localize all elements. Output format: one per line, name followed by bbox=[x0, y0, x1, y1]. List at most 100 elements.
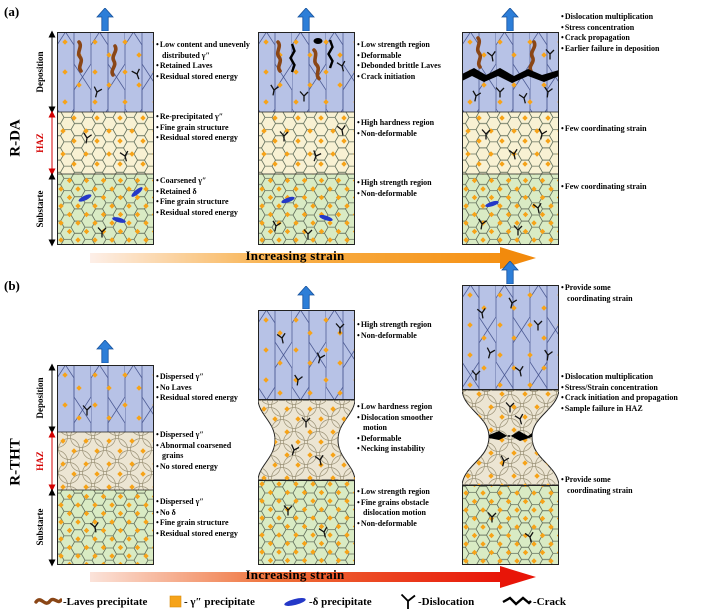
note: Crack initiation and propagation bbox=[561, 393, 707, 404]
gamma-precipitate-dots bbox=[462, 485, 559, 565]
gamma-precipitate-dots bbox=[258, 480, 355, 565]
axis-row-a bbox=[48, 30, 56, 247]
laves-icon bbox=[275, 40, 283, 73]
gamma-precipitate-dots bbox=[462, 174, 559, 245]
strain-arrow-b bbox=[90, 566, 536, 588]
gamma-precipitate-dots bbox=[57, 112, 154, 174]
legend-label-dislocation: -Dislocation bbox=[418, 596, 475, 608]
notes-a3-substrate: Few coordinating strain bbox=[561, 182, 707, 193]
tension-arrow-icon bbox=[96, 340, 114, 363]
gamma-precipitate-dots bbox=[258, 310, 355, 400]
substrate-region bbox=[462, 174, 559, 245]
panel-a3 bbox=[462, 32, 559, 245]
gamma-legend-icon bbox=[169, 595, 182, 608]
deposition-region bbox=[258, 32, 355, 112]
crack-icon bbox=[313, 38, 323, 44]
note: Low strength region bbox=[357, 40, 454, 51]
note: Retained Laves bbox=[156, 61, 253, 72]
note: Residual stored energy bbox=[156, 208, 253, 219]
note: Low content and unevenly distributed γ″ bbox=[156, 40, 253, 61]
note: Dislocation smoother motion bbox=[357, 413, 449, 434]
notes-a3-haz: Few coordinating strain bbox=[561, 124, 707, 135]
note: Dislocation multiplication bbox=[561, 372, 707, 383]
crack-icon bbox=[462, 68, 559, 83]
gamma-precipitate-dots bbox=[258, 174, 355, 245]
substrate-region bbox=[462, 485, 559, 565]
gamma-precipitate-dots bbox=[57, 174, 154, 245]
note: Necking instability bbox=[357, 444, 449, 455]
substrate-region bbox=[57, 490, 154, 565]
tension-arrow-icon bbox=[501, 261, 519, 284]
note: No Laves bbox=[156, 383, 253, 394]
notes-b3-deposition: Provide some coordinating strain bbox=[561, 283, 653, 304]
haz-region bbox=[258, 399, 355, 481]
note: Crack initiation bbox=[357, 72, 454, 83]
gamma-precipitate-dots bbox=[57, 490, 154, 565]
laves-legend-icon bbox=[34, 597, 62, 605]
notes-b3-haz: Dislocation multiplication Stress/Strain… bbox=[561, 372, 707, 414]
note: Dispersed γ″ bbox=[156, 497, 253, 508]
panel-border bbox=[57, 365, 154, 565]
note: Provide some coordinating strain bbox=[561, 475, 653, 496]
deposition-region bbox=[258, 310, 355, 400]
gamma-precipitate-dots bbox=[57, 365, 154, 432]
notes-b2-deposition: High strength region Non-deformable bbox=[357, 320, 454, 341]
note: Few coordinating strain bbox=[561, 182, 707, 193]
gamma-precipitate-dots bbox=[57, 32, 154, 112]
note: Dislocation multiplication bbox=[561, 12, 707, 23]
crack-icon bbox=[489, 431, 532, 441]
panel-b1 bbox=[57, 365, 154, 565]
panel-border bbox=[57, 32, 154, 245]
delta-legend-icon bbox=[284, 598, 306, 606]
gamma-precipitate-dots bbox=[462, 112, 559, 174]
notes-b1-substrate: Dispersed γ″ No δ Fine grain structure R… bbox=[156, 497, 253, 539]
legend-label-laves: -Laves precipitate bbox=[63, 596, 148, 608]
note: Fine grain structure bbox=[156, 518, 253, 529]
dislocation-legend-icon bbox=[400, 593, 416, 609]
tension-arrow-icon bbox=[96, 8, 114, 31]
note: Non-deformable bbox=[357, 331, 454, 342]
note: Dispersed γ″ bbox=[156, 430, 248, 441]
strain-label-a: Increasing strain bbox=[245, 248, 345, 263]
tension-arrow-icon bbox=[501, 8, 519, 31]
legend-label-gamma: - γ″ precipitate bbox=[184, 596, 255, 608]
note: High hardness region bbox=[357, 118, 454, 129]
gamma-precipitate-dots bbox=[57, 432, 154, 490]
axis-label-deposition: Deposition bbox=[35, 51, 45, 93]
strain-label-b: Increasing strain bbox=[245, 567, 345, 582]
haz-region bbox=[462, 389, 559, 486]
note: No stored energy bbox=[156, 462, 248, 473]
tension-arrow-icon bbox=[297, 8, 315, 31]
note: Deformable bbox=[357, 434, 449, 445]
notes-a3-deposition: Dislocation multiplication Stress concen… bbox=[561, 12, 707, 54]
axis-label-deposition: Deposition bbox=[35, 377, 45, 419]
note: Debonded brittle Laves bbox=[357, 61, 454, 72]
laves-icon bbox=[76, 40, 84, 73]
panel-letter-a: (a) bbox=[4, 4, 20, 19]
note: Fine grain structure bbox=[156, 123, 253, 134]
notes-a2-haz: High hardness region Non-deformable bbox=[357, 118, 454, 139]
note: Sample failure in HAZ bbox=[561, 404, 707, 415]
notes-b3-substrate: Provide some coordinating strain bbox=[561, 475, 653, 496]
notes-b1-haz: Dispersed γ″ Abnormal coarsened grains N… bbox=[156, 430, 248, 472]
deposition-region bbox=[57, 365, 154, 432]
panel-b3 bbox=[462, 285, 559, 565]
substrate-region bbox=[57, 174, 154, 245]
note: No δ bbox=[156, 508, 253, 519]
deposition-region bbox=[462, 32, 559, 112]
panel-a1 bbox=[57, 32, 154, 245]
deposition-region bbox=[57, 32, 154, 112]
axis-label-haz: HAZ bbox=[35, 451, 45, 471]
note: Low hardness region bbox=[357, 402, 449, 413]
gamma-precipitate-dots bbox=[462, 390, 559, 485]
notes-a2-deposition: Low strength region Deformable Debonded … bbox=[357, 40, 454, 82]
panel-a2 bbox=[258, 32, 355, 245]
note: Fine grain structure bbox=[156, 197, 253, 208]
note: Provide some coordinating strain bbox=[561, 283, 653, 304]
panel-border bbox=[462, 32, 559, 245]
legend-label-delta: -δ precipitate bbox=[309, 596, 372, 608]
laves-icon bbox=[475, 36, 483, 69]
note: Non-deformable bbox=[357, 519, 449, 530]
gamma-precipitate-dots bbox=[258, 400, 355, 480]
